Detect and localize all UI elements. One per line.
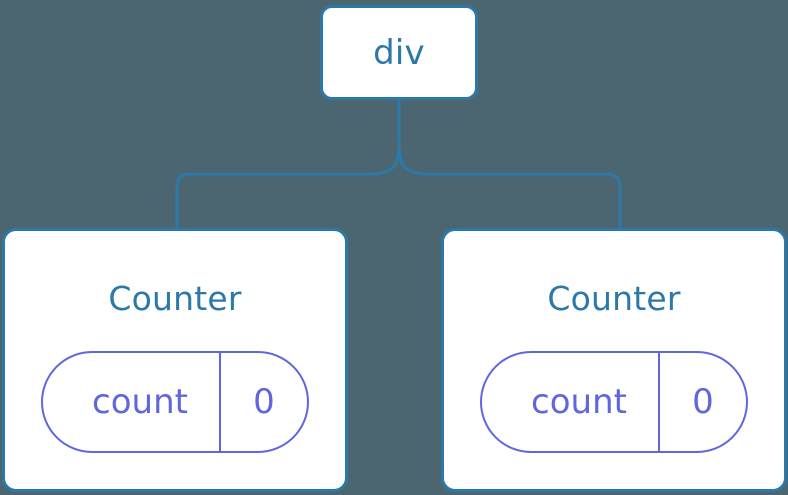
node-counter-right-label: Counter [547, 279, 681, 318]
node-div-label: div [373, 32, 425, 73]
node-counter-right[interactable]: Counter count 0 [441, 228, 787, 492]
node-counter-left[interactable]: Counter count 0 [2, 228, 348, 492]
connector-to-right-counter [397, 141, 622, 230]
state-value-right: 0 [658, 353, 746, 451]
state-pill-left[interactable]: count 0 [41, 351, 309, 453]
state-pill-right[interactable]: count 0 [480, 351, 748, 453]
state-key-left: count [92, 382, 188, 422]
connector-to-left-counter [175, 141, 401, 230]
state-key-right: count [531, 382, 627, 422]
node-counter-left-label: Counter [108, 279, 242, 318]
node-div[interactable]: div [320, 5, 478, 100]
state-value-left: 0 [219, 353, 307, 451]
